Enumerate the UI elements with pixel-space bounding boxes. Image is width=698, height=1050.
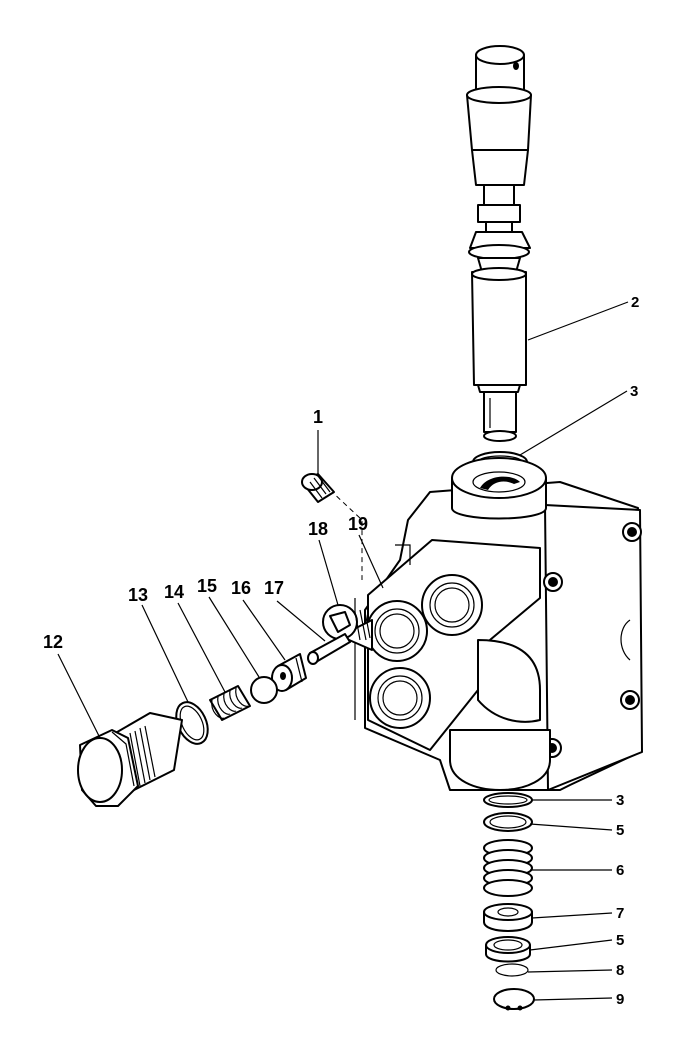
callout-13: 13 <box>128 585 148 605</box>
callout-17: 17 <box>264 578 284 598</box>
callout-14: 14 <box>164 582 184 602</box>
callout-labels: 1 2 3 19 18 17 16 15 14 13 12 3 5 6 7 5 … <box>43 294 639 1008</box>
snap-ring-part-9 <box>493 988 535 1011</box>
callout-3-upper: 3 <box>630 383 638 400</box>
callout-5-upper: 5 <box>616 822 624 839</box>
valve-body <box>354 457 643 791</box>
callout-9: 9 <box>616 991 624 1008</box>
washer-lower-part-5 <box>485 936 531 963</box>
washer-upper-part-5 <box>483 812 533 832</box>
callout-1: 1 <box>313 407 323 427</box>
spring-part-14 <box>209 685 251 721</box>
callout-2: 2 <box>631 294 639 311</box>
callout-3-lower: 3 <box>616 792 624 809</box>
callout-18: 18 <box>308 519 328 539</box>
o-ring-lower-part-3 <box>483 792 533 808</box>
spring-part-6 <box>483 839 533 897</box>
fitting-part-18 <box>322 604 373 651</box>
callout-16: 16 <box>231 578 251 598</box>
callout-7: 7 <box>616 905 624 922</box>
ball-part-15 <box>250 676 278 704</box>
callout-19: 19 <box>348 514 368 534</box>
callout-12: 12 <box>43 632 63 652</box>
seat-part-16 <box>271 653 307 692</box>
plug-part-1 <box>301 473 335 503</box>
callout-8: 8 <box>616 962 624 979</box>
leader-lines <box>57 301 629 1001</box>
snap-ring-part-8 <box>495 963 529 977</box>
spool-part-2 <box>466 45 532 442</box>
callout-6: 6 <box>616 862 624 879</box>
cap-part-12 <box>77 712 183 807</box>
pin-part-17 <box>307 633 351 665</box>
callout-15: 15 <box>197 576 217 596</box>
callout-5-lower: 5 <box>616 932 624 949</box>
retainer-part-7 <box>483 903 533 932</box>
